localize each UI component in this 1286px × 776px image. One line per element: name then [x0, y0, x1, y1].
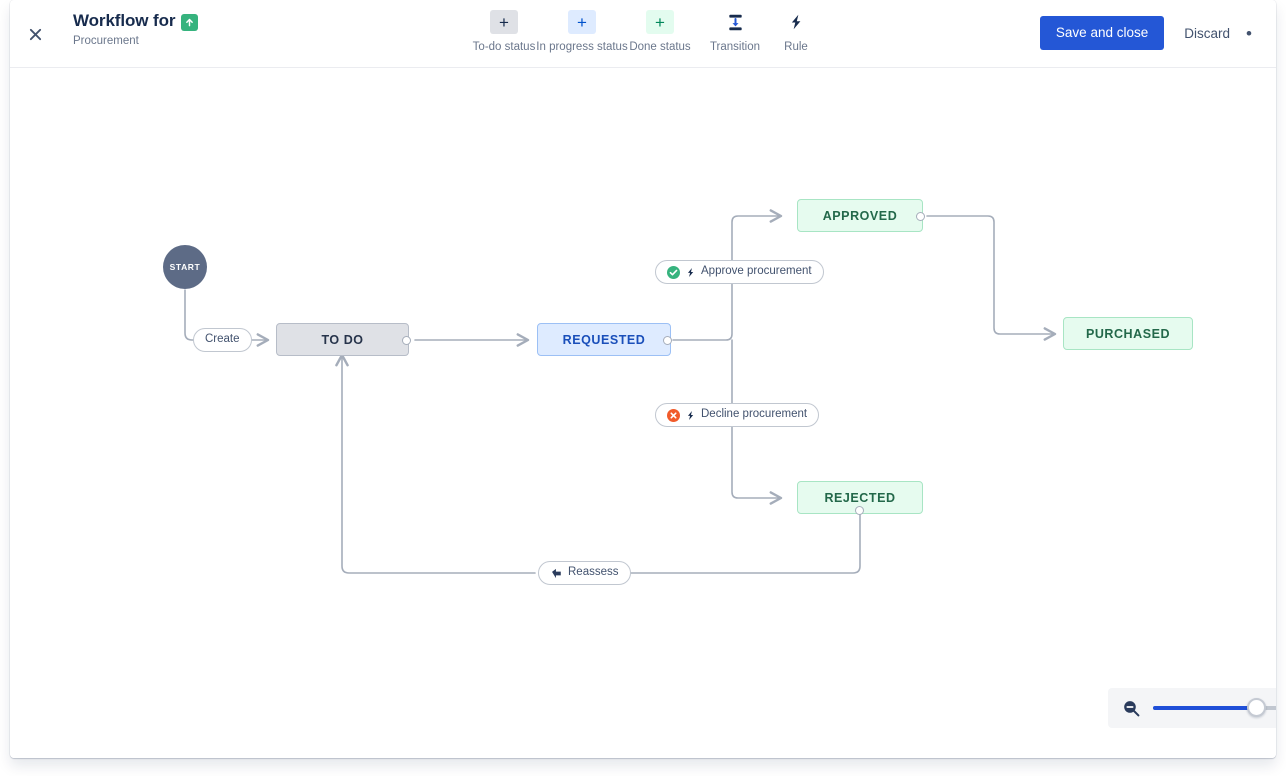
page-title-text: Workflow for	[73, 11, 176, 30]
add-rule-button[interactable]: Rule	[771, 7, 821, 54]
start-node-label: START	[169, 262, 201, 272]
transition-approve-procurement[interactable]: Approve procurement	[655, 260, 824, 284]
workflow-editor-window: Workflow for Procurement + To-do status …	[10, 0, 1276, 758]
add-done-status-label: Done status	[629, 41, 691, 53]
save-and-close-button[interactable]: Save and close	[1039, 16, 1165, 50]
connector-dot-todo-right[interactable]	[402, 336, 411, 345]
add-rule-label: Rule	[784, 41, 808, 53]
editor-header: Workflow for Procurement + To-do status …	[10, 0, 1276, 68]
status-node-label: REQUESTED	[562, 332, 646, 347]
zoom-control[interactable]	[1108, 688, 1276, 728]
cross-circle-icon	[667, 408, 680, 422]
add-todo-status-label: To-do status	[472, 41, 536, 53]
project-arrow-up-icon	[181, 13, 199, 31]
plus-icon: +	[646, 10, 674, 34]
zoom-slider[interactable]	[1153, 698, 1276, 717]
workflow-connectors	[184, 209, 1057, 574]
status-node-purchased[interactable]: PURCHASED	[1063, 317, 1193, 350]
discard-button[interactable]: Discard	[1170, 16, 1244, 50]
add-todo-status-button[interactable]: + To-do status	[465, 7, 543, 54]
transition-label: Create	[205, 333, 240, 346]
start-node[interactable]: START	[163, 245, 207, 289]
page-subtitle: Procurement	[73, 35, 139, 47]
add-transition-label: Transition	[709, 41, 761, 53]
rule-lightning-icon	[782, 10, 810, 34]
add-transition-button[interactable]: Transition	[699, 7, 771, 54]
status-node-label: PURCHASED	[1085, 326, 1171, 341]
add-inprogress-status-button[interactable]: + In progress status	[536, 7, 628, 54]
status-node-requested[interactable]: REQUESTED	[537, 323, 671, 356]
status-node-label: APPROVED	[822, 208, 898, 223]
plus-icon: +	[568, 10, 596, 34]
editor-toolbar: + To-do status + In progress status + Do…	[465, 7, 821, 54]
transition-label: Reassess	[568, 566, 619, 579]
connector-dot-approved-right[interactable]	[916, 212, 925, 221]
rule-lightning-icon	[685, 409, 696, 422]
transition-decline-procurement[interactable]: Decline procurement	[655, 403, 820, 427]
workflow-canvas[interactable]: START TO DO REQUESTED APPROVED REJECTED …	[10, 68, 1276, 758]
transition-create[interactable]: Create	[193, 328, 252, 352]
connector-dot-rejected-bottom[interactable]	[855, 506, 864, 515]
add-done-status-button[interactable]: + Done status	[621, 7, 699, 54]
header-actions: Save and close Discard •	[1039, 16, 1266, 50]
connector-dot-requested-right[interactable]	[663, 336, 672, 345]
transition-label: Decline procurement	[701, 408, 808, 421]
plus-icon: +	[490, 10, 518, 34]
check-circle-icon	[667, 265, 680, 279]
zoom-slider-fill	[1153, 706, 1257, 710]
status-node-approved[interactable]: APPROVED	[797, 199, 923, 232]
status-node-todo[interactable]: TO DO	[276, 323, 409, 356]
magnifier-minus-icon[interactable]	[1122, 699, 1141, 718]
rule-lightning-icon	[685, 266, 696, 279]
transition-reassess[interactable]: Reassess	[538, 561, 631, 585]
status-node-label: TO DO	[321, 332, 364, 347]
zoom-slider-thumb[interactable]	[1247, 698, 1267, 717]
status-node-label: REJECTED	[824, 490, 896, 505]
transition-label: Approve procurement	[701, 265, 812, 278]
add-inprogress-status-label: In progress status	[536, 41, 628, 53]
page-title: Workflow for	[73, 10, 199, 32]
more-options-icon[interactable]: •	[1246, 23, 1252, 43]
transition-icon	[721, 10, 749, 34]
close-icon[interactable]	[18, 17, 52, 51]
title-block: Workflow for Procurement	[73, 10, 199, 48]
transition-arrow-icon	[550, 567, 563, 580]
